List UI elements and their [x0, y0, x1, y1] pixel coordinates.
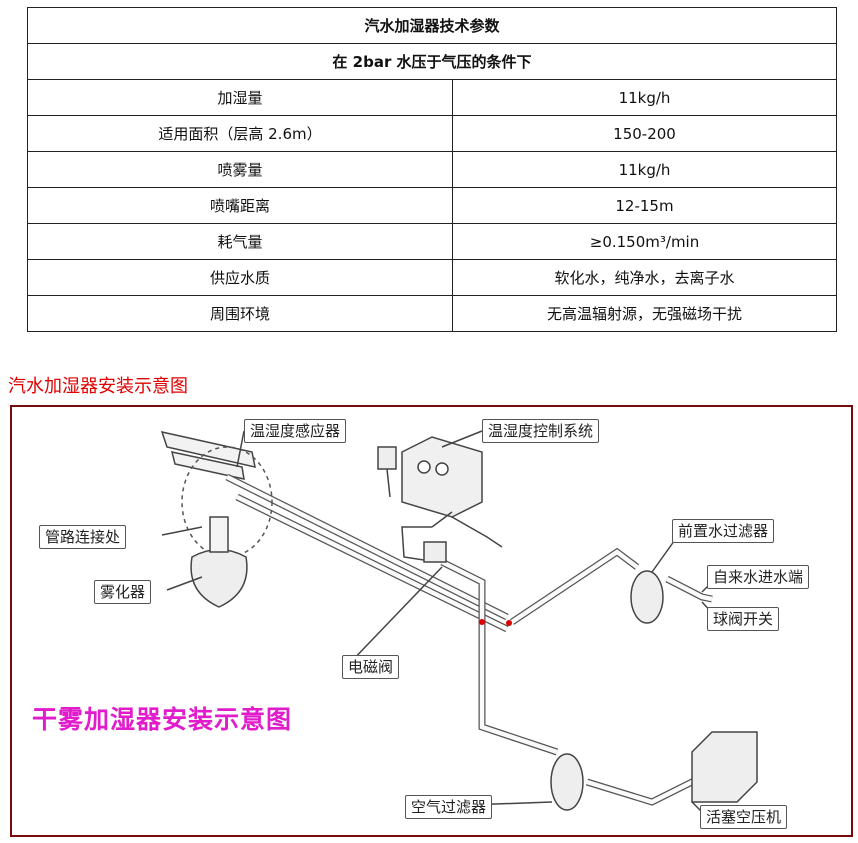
value-cell: ≥0.150m³/min [452, 223, 837, 260]
diagram-drawing [160, 430, 758, 818]
compressor-label: 活塞空压机 [700, 805, 788, 829]
water-inlet-label: 自来水进水端 [707, 565, 810, 589]
compressor-pipe [586, 774, 704, 805]
table-row: 加湿量 11kg/h [27, 79, 837, 116]
param-cell: 适用面积（层高 2.6m） [27, 115, 453, 152]
table-title-row: 汽水加湿器技术参数 [27, 7, 837, 44]
param-cell: 喷雾量 [27, 151, 453, 188]
param-cell: 耗气量 [27, 223, 453, 260]
diagram-main-title: 干雾加湿器安装示意图 [32, 705, 293, 734]
value-cell: 12-15m [452, 187, 837, 224]
param-cell: 供应水质 [27, 259, 453, 296]
duct-pipe [170, 451, 245, 480]
value-cell: 11kg/h [452, 79, 837, 116]
main-pipe [236, 494, 508, 632]
air-filter-label: 空气过滤器 [405, 795, 493, 819]
compressor-box [691, 731, 758, 803]
ball-valve-label: 球阀开关 [707, 607, 780, 631]
table-title: 汽水加湿器技术参数 [27, 7, 837, 44]
table-row: 耗气量 ≥0.150m³/min [27, 223, 837, 260]
water-pipe [510, 549, 639, 624]
inlet-pipe [665, 576, 713, 602]
atomizer-label: 雾化器 [94, 580, 152, 604]
air-filter-body [550, 753, 584, 811]
table-subtitle: 在 2bar 水压于气压的条件下 [27, 43, 837, 80]
solenoid-valve [423, 541, 447, 563]
section-title: 汽水加湿器安装示意图 [8, 376, 188, 397]
sensor-label: 温湿度感应器 [244, 419, 347, 443]
table-subtitle-row: 在 2bar 水压于气压的条件下 [27, 43, 837, 80]
solenoid-valve-label: 电磁阀 [342, 655, 400, 679]
joint-highlight [181, 446, 273, 558]
prefilter-body [630, 570, 664, 624]
atomizer-neck [209, 516, 229, 553]
param-cell: 加湿量 [27, 79, 453, 116]
table-row: 供应水质 软化水，纯净水，去离子水 [27, 259, 837, 296]
joint-marker [506, 620, 512, 626]
value-cell: 软化水，纯净水，去离子水 [452, 259, 837, 296]
pipe-joint-label: 管路连接处 [39, 525, 127, 549]
sensor-box [377, 446, 397, 470]
spec-table: 汽水加湿器技术参数 在 2bar 水压于气压的条件下 加湿量 11kg/h 适用… [27, 7, 837, 332]
table-row: 喷雾量 11kg/h [27, 151, 837, 188]
param-cell: 周围环境 [27, 295, 453, 332]
control-box [401, 436, 483, 518]
joint-marker [479, 619, 485, 625]
value-cell: 无高温辐射源，无强磁场干扰 [452, 295, 837, 332]
main-pipe [225, 474, 509, 620]
prefilter-label: 前置水过滤器 [672, 519, 775, 543]
control-system-label: 温湿度控制系统 [482, 419, 600, 443]
value-cell: 11kg/h [452, 151, 837, 188]
installation-diagram: 温湿度感应器 温湿度控制系统 管路连接处 雾化器 前置水过滤器 自来水进水端 球… [10, 405, 853, 837]
air-pipe [440, 559, 558, 755]
table-row: 喷嘴距离 12-15m [27, 187, 837, 224]
table-row: 周围环境 无高温辐射源，无强磁场干扰 [27, 295, 837, 332]
duct-pipe [160, 430, 256, 468]
table-row: 适用面积（层高 2.6m） 150-200 [27, 115, 837, 152]
param-cell: 喷嘴距离 [27, 187, 453, 224]
value-cell: 150-200 [452, 115, 837, 152]
